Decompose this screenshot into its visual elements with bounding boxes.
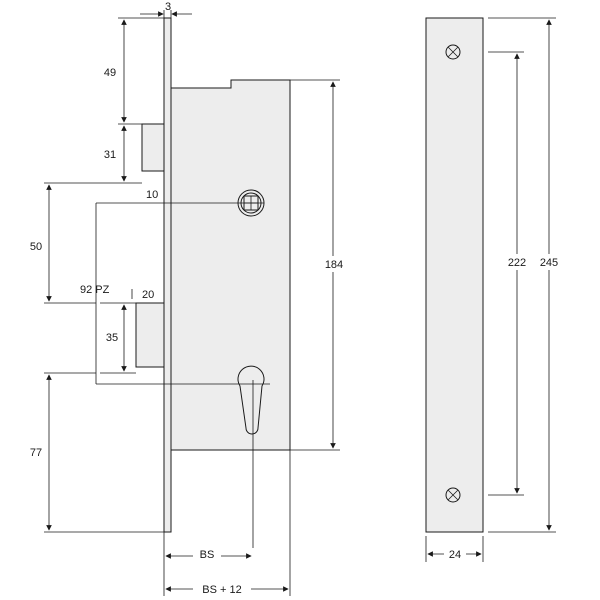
- dim-plate-thickness: 3: [165, 1, 171, 13]
- backset-dimensions: BS BS + 12: [163, 450, 291, 597]
- dim-bottom-offset: 77: [30, 447, 42, 459]
- lock-case: [169, 79, 291, 451]
- bottom-screw-hole: [445, 487, 461, 503]
- dim-latch-height: 31: [104, 149, 116, 161]
- dim-top-to-latch: 49: [104, 67, 116, 79]
- dim-backset-plus: BS + 12: [202, 584, 241, 596]
- dim-backset-pz: 92 PZ: [80, 284, 110, 296]
- lock-front-view: 222 245 24: [425, 17, 564, 562]
- dim-plate-width: 24: [449, 549, 461, 561]
- left-dimensions: 49 31 50 35 77 92 PZ 10 20: [30, 17, 164, 533]
- forend-plate: [425, 17, 484, 533]
- deadbolt: [135, 302, 165, 368]
- cylinder-cutout: [237, 365, 265, 435]
- dim-case-height: 184: [325, 259, 343, 271]
- dim-plate-height: 245: [540, 257, 558, 269]
- dim-deadbolt-offset: 20: [142, 289, 154, 301]
- dim-deadbolt-height: 35: [106, 332, 118, 344]
- front-plate: [163, 17, 172, 533]
- lock-side-view: [95, 17, 291, 548]
- plate-thickness-dimension: 3: [140, 1, 192, 18]
- dim-latch-offset: 10: [146, 189, 158, 201]
- top-screw-hole: [445, 44, 461, 60]
- dim-screw-spacing: 222: [508, 257, 526, 269]
- latch-bolt: [141, 123, 165, 172]
- dim-spindle-offset: 50: [30, 241, 42, 253]
- case-height-dimension: 184: [290, 79, 345, 451]
- dim-backset: BS: [200, 549, 215, 561]
